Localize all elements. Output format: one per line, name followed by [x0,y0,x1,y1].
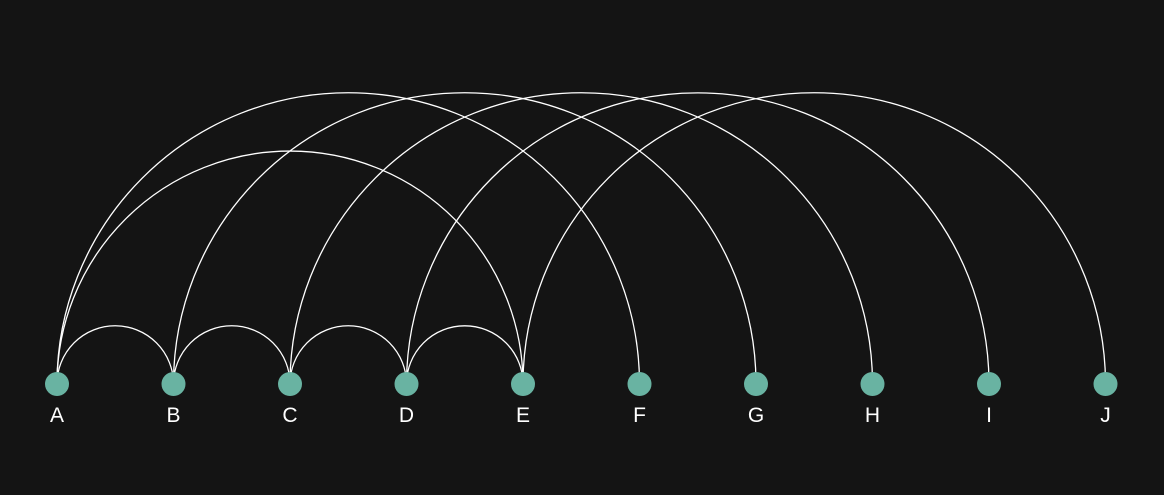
arc-link-b-c [172,325,291,385]
node-b [161,372,186,396]
node-label-d: D [399,404,414,427]
arc-link-d-e [405,325,524,385]
arc-link-c-h [289,92,874,385]
arc-link-a-f [56,92,641,385]
arc-link-c-d [289,325,408,385]
node-label-c: C [282,404,297,427]
node-label-i: I [986,404,992,427]
arc-link-b-g [172,92,757,385]
node-g [744,372,768,396]
node-label-f: F [633,404,646,427]
node-labels: A B C D E F G H I J [50,404,1111,427]
node-label-b: B [166,404,180,427]
node-f [627,372,652,396]
node-label-j: J [1100,404,1111,427]
node-label-e: E [516,404,530,427]
node-label-h: H [865,404,880,427]
node-label-a: A [50,404,64,427]
arc-link-a-e [56,150,524,385]
node-j [1093,372,1118,396]
arc-link-d-i [405,92,990,385]
node-i [977,372,1001,396]
node-c [278,372,302,396]
node-label-g: G [748,404,764,427]
diagram-nodes [45,372,1118,396]
arc-link-e-j [522,92,1107,385]
node-h [860,372,885,396]
node-e [511,372,535,396]
arc-link-a-b [56,325,175,385]
node-a [45,372,69,396]
arc-links [56,92,1107,385]
node-d [394,372,419,396]
